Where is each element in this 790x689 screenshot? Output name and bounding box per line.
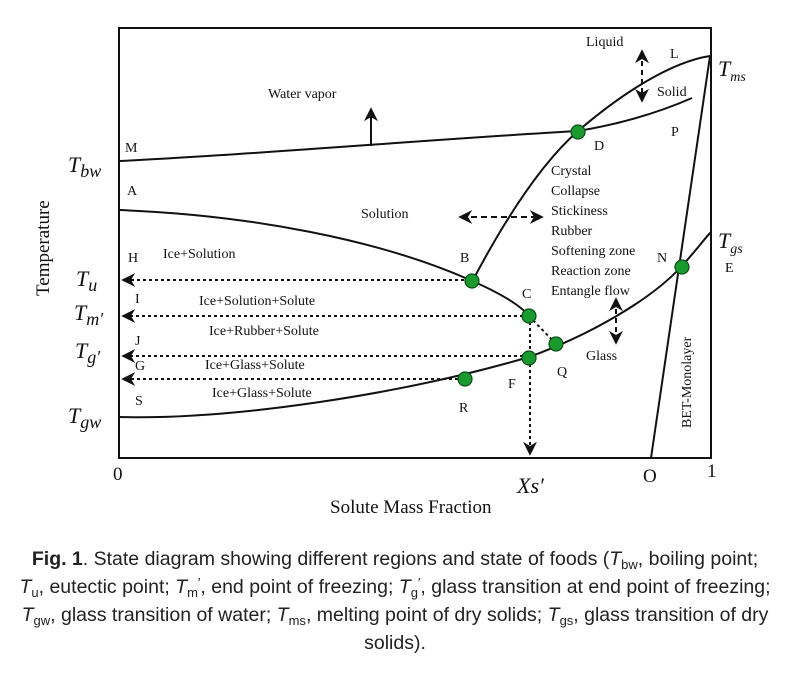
region-ice-solution: Ice+Solution [163, 247, 235, 262]
plot-frame [118, 27, 712, 459]
caption-subscript: m [187, 585, 198, 600]
point-markers [457, 124, 690, 387]
point-B-marker [464, 273, 480, 289]
label-S: S [135, 394, 143, 409]
region-water-vapor: Water vapor [268, 87, 337, 102]
x-axis-title: Solute Mass Fraction [330, 497, 492, 518]
ytick-tm: Tm′ [74, 300, 104, 329]
caption-close: ). [413, 632, 426, 654]
point-D-marker [570, 124, 586, 140]
property-item: Entangle flow [551, 284, 631, 299]
property-list: Crystal Collapse Stickiness Rubber Softe… [551, 164, 635, 299]
region-ice-glass-solute-2: Ice+Glass+Solute [212, 386, 312, 401]
caption-item: Tgw, glass transition of water; [21, 604, 277, 628]
label-E: E [725, 261, 734, 276]
caption-symbol: T [21, 604, 34, 626]
point-C-marker [521, 308, 537, 324]
caption-item: Tbw, boiling point; [609, 548, 759, 572]
label-J: J [135, 334, 141, 349]
region-solid: Solid [657, 85, 687, 100]
property-item: Softening zone [551, 244, 635, 259]
label-tgs: Tgs [718, 228, 743, 257]
caption-fig-label: Fig. 1 [31, 548, 83, 570]
caption-text: , boiling point; [637, 548, 759, 570]
vapor-curve-DP [577, 97, 693, 132]
label-B: B [460, 251, 469, 266]
region-liquid: Liquid [586, 35, 623, 50]
point-N-marker [674, 259, 690, 275]
caption-symbol: T [547, 604, 560, 626]
caption-text: , end point of freezing; [200, 576, 399, 598]
xtick-O: O [643, 466, 657, 487]
xtick-xs: Xs′ [516, 473, 545, 498]
label-M: M [125, 141, 138, 156]
caption-item: Tu, eutectic point; [19, 576, 176, 600]
caption-symbol: T [19, 576, 32, 598]
label-N: N [657, 251, 667, 266]
label-H: H [128, 251, 138, 266]
caption-item: Tgs, glass transition of dry solids [364, 604, 768, 654]
caption-subscript: gs [559, 613, 574, 628]
xtick-1: 1 [707, 461, 717, 482]
bet-line [650, 55, 711, 459]
caption-item: Tg′, glass transition at end point of fr… [398, 575, 771, 600]
boiling-curve-MD [118, 130, 579, 162]
region-ice-glass-solute-1: Ice+Glass+Solute [205, 358, 305, 373]
caption-symbol: T [175, 576, 188, 598]
caption-text: , eutectic point; [38, 576, 176, 598]
label-C: C [522, 287, 531, 302]
ytick-tbw: Tbw [68, 152, 101, 181]
label-D: D [594, 139, 604, 154]
caption-prime: ′ [417, 575, 421, 590]
point-Q-marker [548, 336, 564, 352]
caption-subscript: ms [288, 613, 306, 628]
state-diagram-figure: M A H I J G S B C D F Q R L P N Water va… [33, 27, 746, 518]
property-item: Rubber [551, 224, 593, 239]
caption-symbol: T [276, 604, 289, 626]
region-solution: Solution [361, 207, 408, 222]
caption-subscript: u [31, 585, 39, 600]
label-G: G [135, 359, 145, 374]
point-R-marker [457, 371, 473, 387]
caption-subscript: gw [33, 613, 51, 628]
caption-intro: . State diagram showing different region… [82, 548, 610, 570]
caption-subscript: g [410, 585, 418, 600]
property-item: Reaction zone [551, 264, 631, 279]
label-R: R [459, 401, 469, 416]
property-item: Crystal [551, 164, 592, 179]
caption-symbol: T [609, 548, 622, 570]
caption-item: Tms, melting point of dry solids; [276, 604, 548, 628]
ytick-tgw: Tgw [68, 403, 101, 432]
property-item: Stickiness [551, 204, 608, 219]
caption-subscript: bw [621, 557, 638, 572]
state-diagram-svg: M A H I J G S B C D F Q R L P N Water va… [33, 27, 746, 518]
label-Q: Q [557, 365, 567, 380]
freezing-curve-AC [118, 209, 530, 317]
figure-caption: Fig. 1. State diagram showing different … [18, 545, 772, 657]
caption-text: , glass transition of dry solids [364, 604, 769, 654]
label-tms: Tms [718, 56, 746, 85]
caption-text: , glass transition of water; [50, 604, 277, 626]
label-L: L [670, 47, 679, 62]
caption-prime: ′ [197, 575, 201, 590]
xtick-0: 0 [113, 464, 123, 485]
caption-text: , glass transition at end point of freez… [420, 576, 771, 598]
region-ice-solution-solute: Ice+Solution+Solute [199, 294, 315, 309]
caption-symbol: T [398, 576, 411, 598]
caption-item: Tm′, end point of freezing; [175, 575, 399, 600]
caption-items: Tbw, boiling point; Tu, eutectic point; … [19, 548, 770, 654]
label-P: P [671, 125, 679, 140]
label-F: F [508, 377, 516, 392]
label-I: I [135, 292, 140, 307]
region-ice-rubber-solute: Ice+Rubber+Solute [209, 324, 319, 339]
region-bet-monolayer: BET-Monolayer [680, 336, 695, 428]
caption-text: , melting point of dry solids; [305, 604, 548, 626]
region-glass: Glass [586, 349, 617, 364]
point-F-marker [521, 350, 537, 366]
property-item: Collapse [551, 184, 600, 199]
label-A: A [127, 184, 138, 199]
ytick-tg: Tg′ [75, 338, 101, 367]
y-axis-title: Temperature [33, 200, 54, 296]
ytick-tu: Tu [76, 266, 97, 295]
